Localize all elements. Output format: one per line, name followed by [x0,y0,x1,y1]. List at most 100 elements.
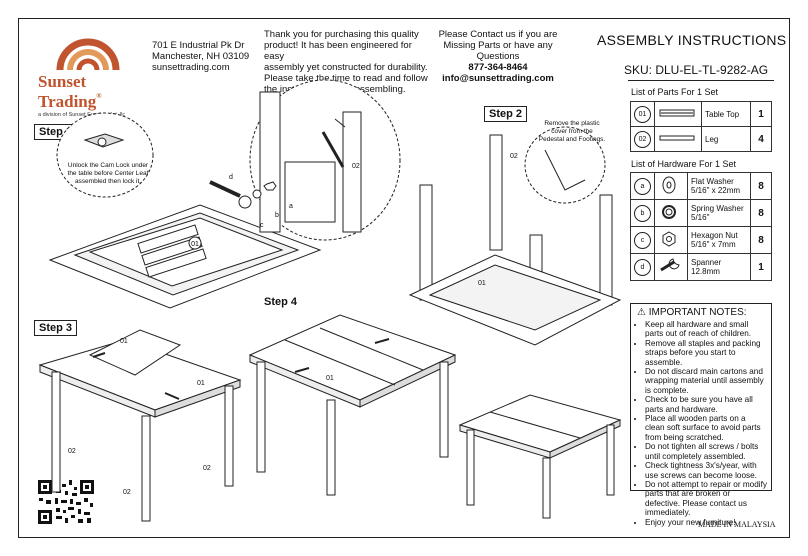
instruction-line: Unlock the Cam Lock under [67,162,149,169]
part-tag-top: 01 [120,338,128,345]
thanks-line: Thank you for purchasing this quality [264,29,419,40]
qr-code-icon[interactable] [36,478,96,526]
step-1-instruction: Unlock the Cam Lock under the table befo… [60,162,156,186]
address-line: 701 E Industrial Pk Dr [152,40,245,51]
instruction-line: Remove the plastic [544,120,600,127]
part-name: Leg [701,126,751,152]
website-link[interactable]: sunsettrading.com [152,62,230,73]
list-item: Do not discard main cartons and wrapping… [645,367,767,395]
hardware-spec: 5/16" x 22mm [691,186,741,195]
parts-heading: List of Parts For 1 Set [631,87,719,97]
step-2-label: Step 2 [484,106,528,122]
spanner-icon [660,258,680,272]
important-notes: ⚠ IMPORTANT NOTES: Keep all hardware and… [630,303,772,527]
bolt-detail-illustration [209,79,401,241]
hardware-heading: List of Hardware For 1 Set [631,159,737,169]
part-tag-leg: 02 [510,153,518,160]
step-2-instruction: Remove the plastic cover from the Pedest… [534,120,610,144]
part-qty: 1 [750,101,772,127]
instruction-line: Pedestal and Footings. [538,136,606,143]
part-tag-leg: 02 [203,465,211,472]
list-item: Do not attempt to repair or modify parts… [645,480,767,518]
notes-list: Keep all hardware and small parts out of… [631,320,771,527]
document-title: ASSEMBLY INSTRUCTIONS [597,32,787,48]
part-tag-leg: 02 [123,489,131,496]
contact-email[interactable]: info@sunsettrading.com [442,73,554,84]
hardware-name: Spring Washer [691,204,744,213]
hardware-spec: 5/16" x 7mm [691,240,736,249]
instruction-line: the table before Center Leaf [67,170,149,177]
step-3-label: Step 3 [34,320,78,336]
hardware-tag-c: c [260,222,264,229]
part-code: 02 [634,130,651,148]
instruction-line: cover from the [551,128,593,135]
part-code: 01 [634,105,651,123]
hardware-spec: 12.8mm [691,267,720,276]
part-tag-leg: 02 [68,448,76,455]
address-line: Manchester, NH 03109 [152,51,250,62]
hardware-code: a [634,177,651,195]
hardware-name: Spanner [691,258,722,267]
hardware-qty: 1 [750,253,772,281]
list-item: Check to be sure you have all parts and … [645,395,767,414]
part-tag-top: 01 [326,375,334,382]
part-qty: 4 [750,126,772,152]
contact-phone[interactable]: 877-364-8464 [468,62,528,73]
brand-trademark: ® [96,92,102,100]
list-item: Place all wooden parts on a clean soft s… [645,414,767,442]
brand-subtitle: a division of Sunset Furniture Int. llc [38,112,126,118]
spring-washer-icon [662,205,676,219]
list-item: Keep all hardware and small parts out of… [645,320,767,339]
sunset-arc-icon [56,38,120,71]
part-tag-leg: 02 [352,163,360,170]
step-2-illustration [408,126,622,346]
parts-table: 01 Table Top 1 02 Leg 4 [630,101,772,152]
table-top-icon [659,109,695,117]
list-item: Remove all staples and packing straps be… [645,339,767,367]
hardware-qty: 8 [750,199,772,227]
table-row: 01 Table Top 1 [630,101,772,127]
step-1-illustration: 01 [48,112,322,309]
contact-line: Please Contact us if you are [438,29,558,40]
thanks-line: product! It has been engineered for easy [264,40,412,62]
divider [628,80,774,81]
page-border [18,18,790,538]
hardware-tag-b: b [275,212,279,219]
part-tag-top: 01 [478,280,486,287]
instruction-line: assembled then lock it. [74,178,142,185]
hardware-tag-a: a [289,203,293,210]
part-name: Table Top [701,101,751,127]
step-4-illustration [248,314,457,496]
thanks-line: assembly yet constructed for durability. [264,62,428,73]
table-row: 02 Leg 4 [630,126,772,152]
step-4-label: Step 4 [264,296,298,308]
hardware-code: b [634,204,651,222]
part-tag: 01 [191,241,199,248]
brand-name: Sunset Trading [38,72,97,111]
part-tag-top: 01 [197,380,205,387]
list-item: Enjoy your new furniture! [645,518,767,527]
warning-icon: ⚠ [637,307,646,318]
leg-icon [659,135,695,141]
hardware-code: d [634,258,651,276]
hardware-spec: 5/16" [691,213,710,222]
company-address: 701 E Industrial Pk Dr Manchester, NH 03… [152,40,249,73]
step-3-illustration [38,329,242,522]
list-item: Check tightness 3x's/year, with use scre… [645,461,767,480]
hex-nut-icon [662,231,676,247]
product-sku: SKU: DLU-EL-TL-9282-AG [624,63,769,77]
hardware-qty: 8 [750,226,772,254]
contact-info: Please Contact us if you are Missing Par… [423,29,573,84]
hardware-tag-d: d [229,174,233,181]
hardware-code: c [634,231,651,249]
finished-table-illustration [458,394,622,519]
contact-line: Missing Parts or have any Questions [443,40,553,62]
hardware-qty: 8 [750,172,772,200]
flat-washer-icon [662,176,676,194]
